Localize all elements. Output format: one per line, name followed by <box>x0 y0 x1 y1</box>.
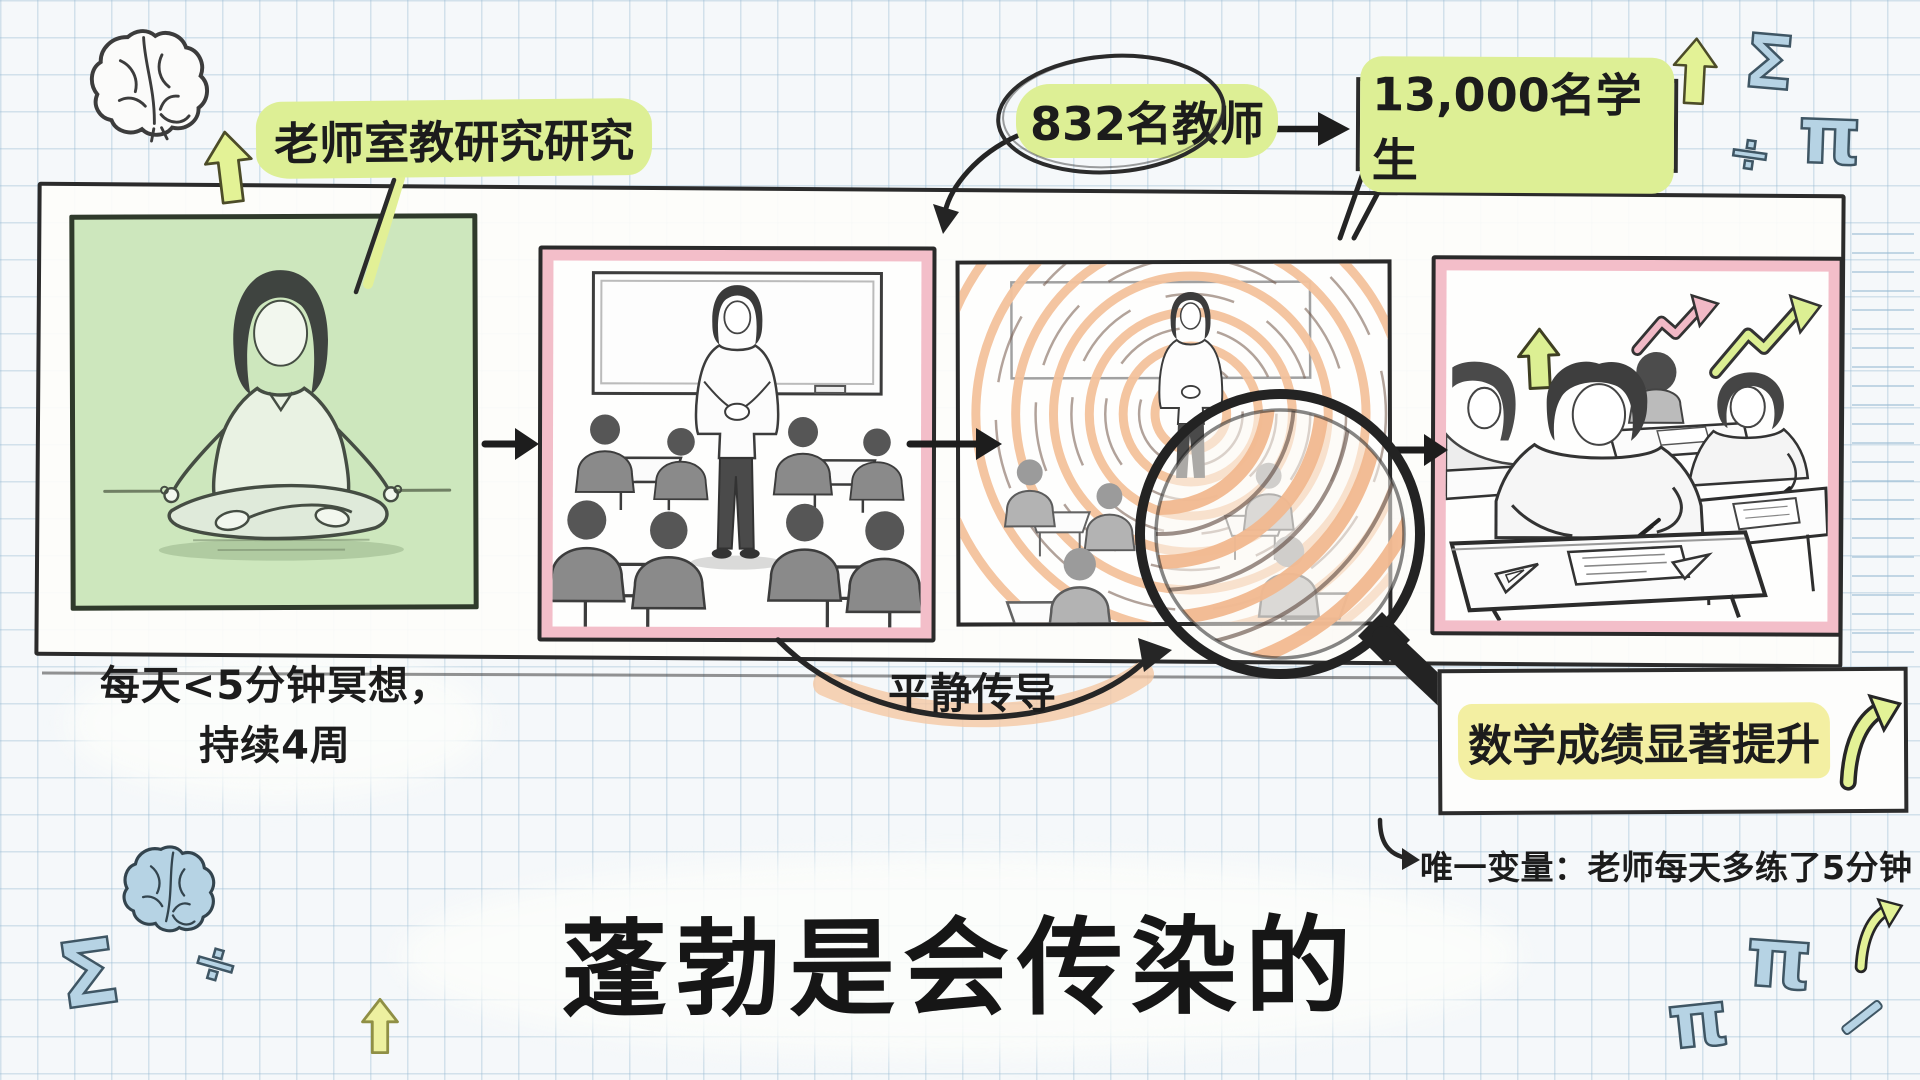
white-haze <box>400 856 1520 1056</box>
divide-doodle: ÷ <box>183 925 249 1003</box>
score-label: 数学成绩显著提升 <box>1457 702 1831 781</box>
pi-doodle: π <box>1662 971 1734 1068</box>
study-label: 老师室教研究研究 <box>255 97 653 180</box>
curved-up-arrow-icon <box>1854 897 1904 974</box>
up-arrow-icon <box>361 998 399 1054</box>
caption-line-1: 每天<5分钟冥想， <box>99 663 451 709</box>
main-title: 蓬勃是会传染的 <box>560 904 1360 1033</box>
divide-doodle: ÷ <box>1723 120 1777 188</box>
flow-arrow-2 <box>906 428 1002 460</box>
variable-note: 唯一变量：老师每天多练了5分钟 <box>1420 848 1913 887</box>
score-box: 数学成绩显著提升 <box>1437 666 1909 816</box>
classroom-illustration <box>552 271 922 628</box>
panel-classroom <box>537 245 937 643</box>
meditation-illustration <box>103 270 452 561</box>
magnifier-icon <box>1135 389 1472 722</box>
hook-arrow-icon <box>1377 817 1420 870</box>
pi-doodle: π <box>1741 906 1817 1011</box>
classroom-inner <box>552 260 922 628</box>
exam-illustration <box>1445 293 1829 622</box>
sigma-doodle: Σ <box>1739 17 1799 110</box>
pi-doodle: π <box>1795 87 1864 185</box>
slash-doodle <box>1839 998 1885 1037</box>
flow-arrow-3 <box>1390 434 1448 466</box>
students-stat-box: 13,000名学生 <box>1355 56 1679 194</box>
panel-meditation <box>69 213 479 611</box>
callout-tail <box>353 173 405 295</box>
panel-exam <box>1430 255 1844 637</box>
up-arrow-icon <box>1672 37 1718 106</box>
meditation-caption: 每天<5分钟冥想， 持续4周 <box>55 656 495 776</box>
curved-up-arrow-icon <box>1839 693 1903 791</box>
calm-label: 平静传导 <box>887 669 1056 718</box>
calm-curve-arrow <box>775 637 1172 728</box>
study-label-text: 老师室教研究研究 <box>255 97 653 180</box>
sigma-doodle: Σ <box>50 917 128 1032</box>
up-arrow-icon <box>203 130 253 205</box>
exam-inner <box>1445 270 1829 622</box>
brain-icon <box>122 845 216 933</box>
ruled-paper-strip <box>1852 233 1914 657</box>
flow-arrow-1 <box>481 428 539 460</box>
caption-line-2: 持续4周 <box>199 723 351 769</box>
students-stat-text: 13,000名学生 <box>1359 56 1675 194</box>
brain-icon <box>89 29 209 143</box>
sketch-oval <box>996 53 1226 175</box>
